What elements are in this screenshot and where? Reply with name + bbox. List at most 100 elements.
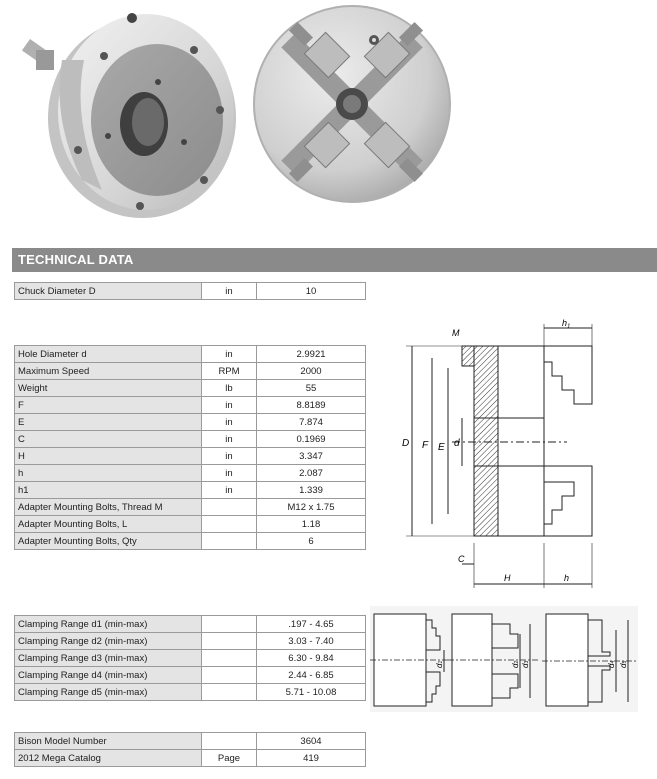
table-row: Adapter Mounting Bolts, Qty 6 bbox=[14, 532, 366, 550]
section-title: TECHNICAL DATA bbox=[18, 252, 134, 267]
clamp-label: Clamping Range d3 (min-max) bbox=[14, 649, 202, 667]
dim-label-m: M bbox=[452, 328, 460, 338]
jaw-clamping-drawings: d1 d2 d3 d4 d5 bbox=[370, 606, 638, 712]
spec-label: Chuck Diameter D bbox=[14, 282, 202, 300]
jaw-label-d2: d2 bbox=[511, 661, 520, 668]
catalog-unit bbox=[201, 732, 257, 750]
clamp-value: 5.71 - 10.08 bbox=[256, 683, 366, 701]
catalog-label: 2012 Mega Catalog bbox=[14, 749, 202, 767]
spec-label: C bbox=[14, 430, 202, 448]
spec-label: H bbox=[14, 447, 202, 465]
spec-value: 8.8189 bbox=[256, 396, 366, 414]
chuck-front-photo bbox=[253, 5, 451, 203]
spec-unit bbox=[201, 515, 257, 533]
spec-unit: in bbox=[201, 447, 257, 465]
table-row: Adapter Mounting Bolts, Thread M M12 x 1.… bbox=[14, 498, 366, 516]
spec-value: 3.347 bbox=[256, 447, 366, 465]
spec-value: 2.087 bbox=[256, 464, 366, 482]
table-row: Clamping Range d5 (min-max) 5.71 - 10.08 bbox=[14, 683, 366, 701]
clamp-value: 6.30 - 9.84 bbox=[256, 649, 366, 667]
clamp-value: .197 - 4.65 bbox=[256, 615, 366, 633]
spec-value: 6 bbox=[256, 532, 366, 550]
clamp-value: 3.03 - 7.40 bbox=[256, 632, 366, 650]
spec-value: M12 x 1.75 bbox=[256, 498, 366, 516]
clamp-unit bbox=[201, 615, 257, 633]
spec-label: Maximum Speed bbox=[14, 362, 202, 380]
spec-unit bbox=[201, 532, 257, 550]
spec-value: 2.9921 bbox=[256, 345, 366, 363]
catalog-value: 3604 bbox=[256, 732, 366, 750]
spec-unit: in bbox=[201, 282, 257, 300]
spec-label: Hole Diameter d bbox=[14, 345, 202, 363]
jaw-label-d5: d5 bbox=[619, 661, 628, 668]
table-row: Clamping Range d4 (min-max) 2.44 - 6.85 bbox=[14, 666, 366, 684]
technical-data-header: TECHNICAL DATA bbox=[12, 248, 657, 272]
jaw-label-d1: d1 bbox=[435, 661, 444, 668]
spec-unit bbox=[201, 498, 257, 516]
spec-unit: RPM bbox=[201, 362, 257, 380]
table-row: Clamping Range d2 (min-max) 3.03 - 7.40 bbox=[14, 632, 366, 650]
spec-unit: in bbox=[201, 464, 257, 482]
jaw-label-d3: d3 bbox=[521, 661, 530, 668]
dim-label-h-body: H bbox=[504, 573, 511, 583]
spec-unit: in bbox=[201, 345, 257, 363]
dim-label-h1: h1 bbox=[562, 318, 570, 330]
catalog-value: 419 bbox=[256, 749, 366, 767]
spec-label: Adapter Mounting Bolts, L bbox=[14, 515, 202, 533]
clamp-unit bbox=[201, 666, 257, 684]
spec-value: 0.1969 bbox=[256, 430, 366, 448]
table-row: Chuck Diameter D in 10 bbox=[14, 282, 366, 300]
clamping-range-table: Clamping Range d1 (min-max) .197 - 4.65 C… bbox=[14, 615, 366, 701]
spec-unit: in bbox=[201, 413, 257, 431]
chuck-diameter-table: Chuck Diameter D in 10 bbox=[14, 282, 366, 300]
dim-label-h: h bbox=[564, 573, 569, 583]
spec-value: 1.18 bbox=[256, 515, 366, 533]
spec-label: E bbox=[14, 413, 202, 431]
dim-label-e: E bbox=[438, 442, 445, 453]
clamp-label: Clamping Range d2 (min-max) bbox=[14, 632, 202, 650]
spec-value: 55 bbox=[256, 379, 366, 397]
table-row: Clamping Range d1 (min-max) .197 - 4.65 bbox=[14, 615, 366, 633]
clamp-label: Clamping Range d1 (min-max) bbox=[14, 615, 202, 633]
spec-unit: in bbox=[201, 396, 257, 414]
table-row: Clamping Range d3 (min-max) 6.30 - 9.84 bbox=[14, 649, 366, 667]
spec-label: h bbox=[14, 464, 202, 482]
spec-value: 1.339 bbox=[256, 481, 366, 499]
dim-label-d-outer: D bbox=[402, 438, 409, 449]
spec-value: 7.874 bbox=[256, 413, 366, 431]
clamp-unit bbox=[201, 683, 257, 701]
dim-label-f: F bbox=[422, 440, 429, 451]
chuck-cross-section-drawing: M h1 D F E d C H h bbox=[402, 318, 593, 588]
spec-unit: in bbox=[201, 430, 257, 448]
clamp-label: Clamping Range d4 (min-max) bbox=[14, 666, 202, 684]
clamp-unit bbox=[201, 649, 257, 667]
dim-label-d-bore: d bbox=[454, 438, 460, 449]
spec-label: h1 bbox=[14, 481, 202, 499]
spec-label: F bbox=[14, 396, 202, 414]
clamp-label: Clamping Range d5 (min-max) bbox=[14, 683, 202, 701]
spec-label: Weight bbox=[14, 379, 202, 397]
dim-label-c: C bbox=[458, 554, 465, 564]
spec-label: Adapter Mounting Bolts, Thread M bbox=[14, 498, 202, 516]
spec-value: 10 bbox=[256, 282, 366, 300]
spec-label: Adapter Mounting Bolts, Qty bbox=[14, 532, 202, 550]
catalog-unit: Page bbox=[201, 749, 257, 767]
spec-unit: lb bbox=[201, 379, 257, 397]
spec-value: 2000 bbox=[256, 362, 366, 380]
clamp-unit bbox=[201, 632, 257, 650]
chuck-back-photo bbox=[22, 13, 236, 218]
clamp-value: 2.44 - 6.85 bbox=[256, 666, 366, 684]
spec-unit: in bbox=[201, 481, 257, 499]
